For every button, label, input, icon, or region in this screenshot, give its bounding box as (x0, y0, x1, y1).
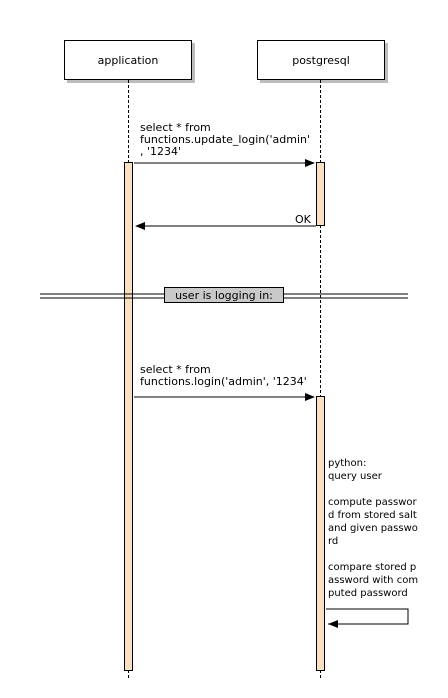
lifeline-postgresql (320, 80, 321, 678)
participant-postgresql: postgresql (257, 40, 385, 80)
message-login-label: select * from functions.login('admin', '… (140, 363, 307, 388)
participant-application: application (64, 40, 192, 80)
message-ok-label: OK (295, 213, 311, 226)
activation-application (124, 162, 133, 671)
divider-label: user is logging in: (164, 287, 284, 303)
participant-application-label: application (97, 53, 159, 67)
message-update-login-label: select * from functions.update_login('ad… (140, 121, 311, 158)
activation-postgresql-1 (316, 162, 325, 226)
activation-postgresql-2 (316, 396, 325, 671)
arrow-self-compare (326, 608, 409, 625)
python-note: python: query user compute passwor d fro… (328, 458, 419, 599)
divider-label-text: user is logging in: (175, 288, 273, 302)
participant-postgresql-label: postgresql (292, 53, 350, 67)
